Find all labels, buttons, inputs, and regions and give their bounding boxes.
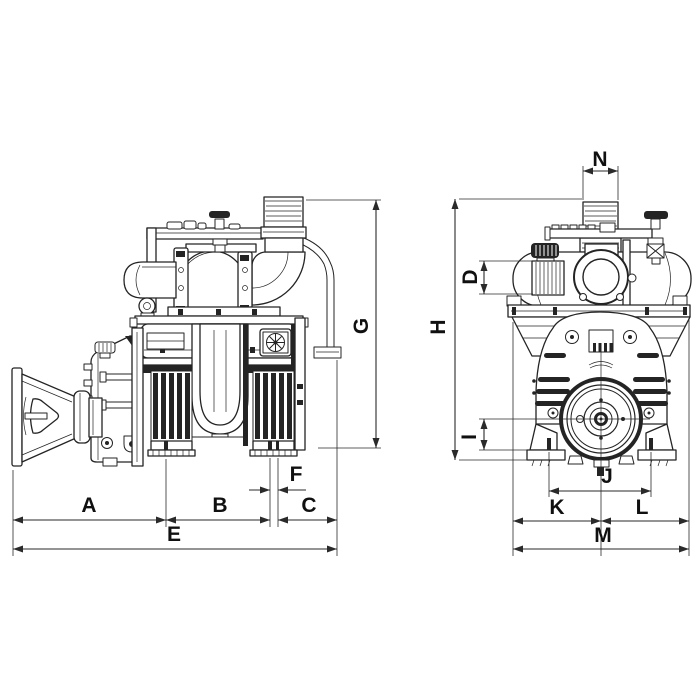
dim-label-j: J (601, 465, 613, 488)
dim-label-f: F (290, 463, 303, 486)
front-view-drawing (506, 201, 692, 476)
side-view-drawing (11, 196, 342, 467)
dimension-lines (13, 167, 689, 553)
inlet-connector (531, 260, 565, 296)
filler-caps (166, 220, 241, 230)
end-cover (552, 350, 650, 476)
pto-shaft-guard (11, 367, 103, 467)
dim-label-i: I (458, 434, 481, 440)
cooling-fins-left (150, 370, 193, 442)
top-grill (588, 329, 614, 353)
dim-label-d: D (459, 269, 482, 284)
side-view-feet (147, 440, 298, 457)
dome-saddle (167, 306, 281, 317)
exhaust-elbow (251, 251, 306, 306)
intake-tank (123, 261, 177, 299)
fan-cover (259, 328, 292, 357)
front-view-feet (526, 423, 677, 467)
dim-label-n: N (592, 148, 607, 171)
gearbox (83, 327, 144, 467)
dim-label-m: M (594, 524, 612, 547)
top-relief-valve (209, 211, 230, 253)
cooling-fins-right (252, 370, 295, 442)
suction-elbow-ring (573, 249, 637, 305)
dim-label-g: G (350, 318, 373, 334)
silencer-pipe (260, 196, 307, 253)
pump-body (129, 315, 309, 451)
fan-icon (267, 334, 284, 351)
relief-valve-front (644, 211, 668, 265)
dim-label-e: E (167, 523, 181, 546)
dim-label-b: B (212, 494, 227, 517)
dim-label-h: H (427, 319, 450, 334)
oil-filler-cap-side (94, 341, 116, 359)
dim-label-a: A (81, 494, 96, 517)
dim-label-c: C (301, 494, 316, 517)
dim-label-l: L (636, 496, 649, 519)
body-plate (507, 304, 691, 318)
dimension-labels: A B C E F G H D I N J K L M (81, 148, 648, 547)
pto-shaft-end (23, 396, 60, 436)
dim-label-k: K (549, 496, 564, 519)
